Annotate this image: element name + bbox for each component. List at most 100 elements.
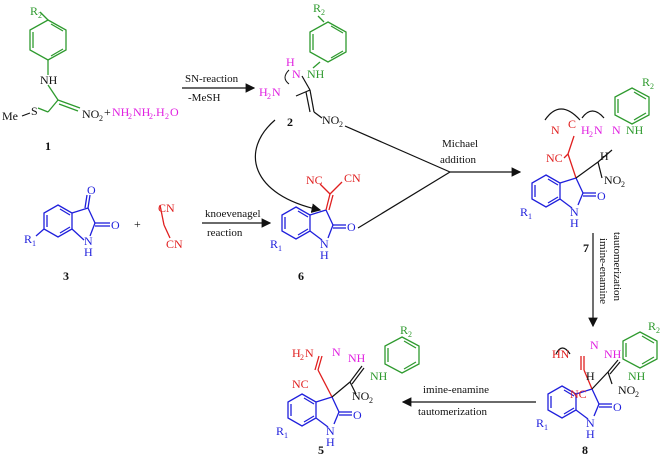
svg-text:N: N — [551, 123, 560, 137]
svg-text:R: R — [24, 232, 32, 246]
svg-text:NO: NO — [322, 113, 340, 127]
compound-number-1: 1 — [45, 139, 51, 153]
svg-text:imine-enamine: imine-enamine — [597, 238, 609, 304]
svg-text:2: 2 — [408, 330, 412, 339]
svg-text:CN: CN — [158, 201, 175, 215]
svg-text:1: 1 — [528, 212, 532, 221]
arrow-tautomerization-down: imine-enamine tautomerization — [588, 232, 623, 328]
svg-text:NO: NO — [604, 173, 622, 187]
svg-text:.H: .H — [153, 105, 165, 119]
svg-text:NH: NH — [307, 67, 325, 81]
svg-text:2: 2 — [321, 8, 325, 17]
svg-text:N: N — [320, 237, 329, 251]
compound-number-5: 5 — [318, 443, 324, 456]
svg-text:N: N — [84, 234, 93, 248]
svg-text:2: 2 — [300, 353, 304, 362]
svg-text:NH: NH — [112, 105, 130, 119]
svg-text:2: 2 — [149, 112, 153, 121]
arrow-tautomerization-left: imine-enamine tautomerization — [401, 384, 536, 418]
svg-text:H: H — [292, 346, 301, 360]
compound-number-3: 3 — [63, 269, 69, 283]
svg-text:H: H — [84, 245, 93, 259]
compound-5: H 2 N N NH NH NC NO 2 R 2 O N H R 1 5 — [276, 323, 420, 456]
svg-text:O: O — [170, 105, 179, 119]
compound-number-7: 7 — [583, 241, 589, 255]
svg-text:1: 1 — [32, 239, 36, 248]
svg-text:2: 2 — [589, 130, 593, 139]
svg-text:H: H — [326, 435, 335, 449]
svg-text:knoevenagel: knoevenagel — [205, 208, 261, 220]
svg-text:O: O — [347, 220, 356, 234]
svg-text:2: 2 — [38, 11, 42, 20]
svg-text:2: 2 — [650, 82, 654, 91]
svg-text:R: R — [313, 1, 321, 15]
svg-text:NO: NO — [618, 383, 636, 397]
svg-text:R: R — [270, 237, 278, 251]
compound-2: R 2 H N NH H 2 N NO 2 2 — [259, 1, 347, 129]
svg-text:NH: NH — [604, 347, 622, 361]
svg-text:NC: NC — [570, 387, 587, 401]
compound-7: N C H 2 N N NH NC H NO 2 R 2 O N H R 1 7 — [520, 75, 654, 255]
svg-text:O: O — [613, 400, 622, 414]
svg-text:R: R — [276, 424, 284, 438]
svg-text:O: O — [597, 189, 606, 203]
compound-8: HN N NH H NH NC NO 2 R 2 O N H R 1 8 — [536, 319, 660, 456]
svg-text:N: N — [590, 338, 599, 352]
svg-text:NC: NC — [292, 377, 309, 391]
compound-6: NC CN O N H R 1 6 — [270, 171, 361, 283]
svg-text:2: 2 — [656, 326, 660, 335]
svg-text:H: H — [320, 248, 329, 262]
svg-text:+: + — [104, 105, 111, 119]
hydrazine-reagent: + NH 2 NH 2 .H 2 O — [104, 105, 179, 121]
curved-arrow-2-to-6 — [254, 119, 322, 213]
svg-text:R: R — [536, 416, 544, 430]
svg-text:N: N — [305, 346, 314, 360]
svg-text:NC: NC — [306, 173, 323, 187]
svg-text:N: N — [272, 85, 281, 99]
svg-text:N: N — [594, 123, 603, 137]
svg-text:S: S — [31, 104, 38, 118]
svg-text:H: H — [586, 369, 595, 383]
svg-text:addition: addition — [440, 154, 477, 166]
svg-text:2: 2 — [369, 396, 373, 405]
svg-text:H: H — [586, 427, 595, 441]
svg-text:NH: NH — [628, 369, 646, 383]
nh-label: NH — [40, 73, 58, 87]
svg-text:2: 2 — [635, 390, 639, 399]
svg-text:2: 2 — [165, 112, 169, 121]
compound-number-6: 6 — [298, 269, 304, 283]
svg-text:O: O — [111, 218, 120, 232]
svg-text:2: 2 — [339, 120, 343, 129]
svg-text:N: N — [326, 424, 335, 438]
arrow-michael-addition: Michael addition — [344, 125, 522, 229]
svg-text:NH: NH — [348, 351, 366, 365]
svg-text:SN-reaction: SN-reaction — [185, 73, 239, 85]
svg-text:R: R — [642, 75, 650, 89]
svg-text:H: H — [259, 85, 268, 99]
svg-text:N: N — [292, 67, 301, 81]
compound-number-8: 8 — [582, 443, 588, 456]
malononitrile: CN CN — [158, 201, 183, 251]
svg-text:NH: NH — [133, 105, 151, 119]
svg-text:R: R — [520, 205, 528, 219]
svg-text:N: N — [332, 345, 341, 359]
svg-text:1: 1 — [278, 244, 282, 253]
svg-text:1: 1 — [544, 423, 548, 432]
svg-text:Michael: Michael — [442, 138, 478, 150]
svg-text:2: 2 — [99, 114, 103, 123]
svg-text:tautomerization: tautomerization — [611, 232, 623, 302]
svg-text:H: H — [600, 149, 609, 163]
svg-text:R: R — [400, 323, 408, 337]
svg-text:HN: HN — [552, 347, 570, 361]
svg-text:H: H — [286, 55, 295, 69]
compound-number-2: 2 — [287, 115, 293, 129]
arrow-sn-reaction: SN-reaction -MeSH — [182, 73, 256, 104]
svg-text:reaction: reaction — [207, 227, 243, 239]
svg-text:R: R — [648, 319, 656, 333]
svg-text:NO: NO — [352, 389, 370, 403]
svg-text:NH: NH — [626, 123, 644, 137]
svg-text:1: 1 — [284, 431, 288, 440]
svg-text:CN: CN — [166, 237, 183, 251]
svg-text:tautomerization: tautomerization — [418, 406, 488, 418]
